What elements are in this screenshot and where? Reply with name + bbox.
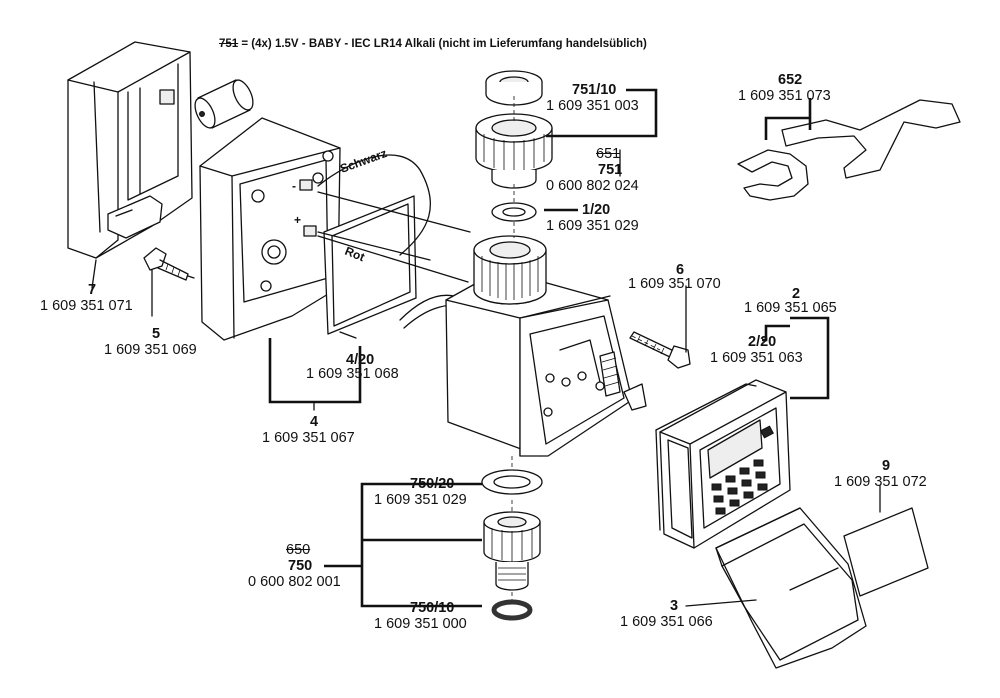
part-2-code: 1 609 351 065: [744, 300, 837, 316]
wire-label-red: Rot: [343, 244, 367, 264]
washer-part-1-20: [491, 202, 537, 222]
part-2-20-code: 1 609 351 063: [710, 350, 803, 366]
part-651-number: 651: [596, 146, 621, 162]
connector-part-750: [483, 511, 541, 591]
part-2-number: 2: [792, 286, 801, 302]
wrench-part-652: [737, 99, 961, 201]
cover-lid-part-3: [715, 507, 867, 669]
part-9-number: 9: [882, 458, 891, 474]
adapter-part-751: [475, 70, 553, 189]
leader-lines: [91, 88, 881, 608]
svg-text:+: +: [294, 213, 301, 227]
note-strike-part: 751: [219, 38, 239, 50]
part-1-20-number: 1/20: [582, 202, 611, 218]
wire-harness: [317, 154, 471, 329]
panel-gasket-part-2-20: [655, 383, 757, 531]
part-4-code: 1 609 351 067: [262, 430, 355, 446]
part-2-20-number: 2/20: [748, 334, 777, 350]
part-750-20-number: 750/20: [410, 476, 455, 492]
part-650-number: 650: [286, 542, 311, 558]
battery-note: 751 = (4x) 1.5V - BABY - IEC LR14 Alkali…: [219, 38, 647, 50]
part-751-10-number: 751/10: [572, 82, 617, 98]
battery-cover-part-7: [67, 41, 193, 259]
screw-part-5: [143, 247, 195, 281]
valve-body: [445, 269, 647, 457]
part-3-code: 1 609 351 066: [620, 614, 713, 630]
part-750-code: 0 600 802 001: [248, 574, 341, 590]
part-750-10-number: 750/10: [410, 600, 455, 616]
gasket-part-4-20: [323, 195, 417, 335]
part-750-20-code: 1 609 351 029: [374, 492, 467, 508]
part-750-number: 750: [288, 558, 313, 574]
note-text: = (4x) 1.5V - BABY - IEC LR14 Alkali (ni…: [238, 38, 647, 50]
svg-text:-: -: [292, 179, 296, 193]
part-652-number: 652: [778, 72, 803, 88]
part-6-number: 6: [676, 262, 685, 278]
control-panel-part-2: [659, 379, 791, 549]
part-9-code: 1 609 351 072: [834, 474, 927, 490]
part-652-code: 1 609 351 073: [738, 88, 831, 104]
washer-part-750-20: [481, 469, 543, 495]
part-3-number: 3: [670, 598, 679, 614]
part-751-10-code: 1 609 351 003: [546, 98, 639, 114]
part-750-10-code: 1 609 351 000: [374, 616, 467, 632]
battery-cell: [194, 79, 254, 129]
keypad-keys: [711, 459, 768, 515]
part-6-code: 1 609 351 070: [628, 276, 721, 292]
part-1-20-code: 1 609 351 029: [546, 218, 639, 234]
label-card-part-9: [843, 507, 929, 597]
part-751-number: 751: [598, 162, 623, 178]
part-4-20-number: 4/20: [346, 352, 375, 368]
inlet-nut: [473, 235, 547, 305]
o-ring-part-750-10: [491, 599, 533, 621]
part-7-code: 1 609 351 071: [40, 298, 133, 314]
battery-housing-part-4: - +: [199, 117, 341, 341]
part-4-20-code: 1 609 351 068: [306, 366, 399, 382]
part-7-number: 7: [88, 282, 97, 298]
part-5-number: 5: [152, 326, 161, 342]
wire-label-black: Schwarz: [338, 146, 389, 176]
part-5-code: 1 609 351 069: [104, 342, 197, 358]
part-4-number: 4: [310, 414, 319, 430]
part-751-code: 0 600 802 024: [546, 178, 639, 194]
